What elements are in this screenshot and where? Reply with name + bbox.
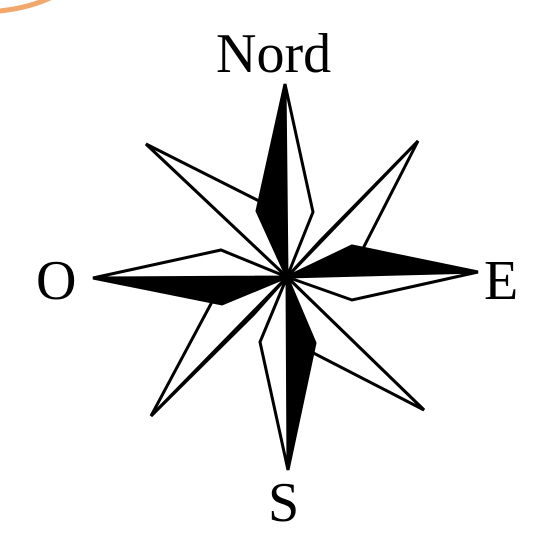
north-label: Nord	[216, 26, 331, 82]
south-label: S	[268, 475, 299, 531]
east-label: E	[484, 253, 518, 309]
north-point-light	[285, 84, 313, 277]
south-point-light	[260, 277, 288, 470]
west-label: O	[36, 253, 76, 309]
west-point-light	[93, 250, 287, 278]
east-point-light	[287, 272, 478, 300]
cardinal-points	[93, 84, 478, 470]
